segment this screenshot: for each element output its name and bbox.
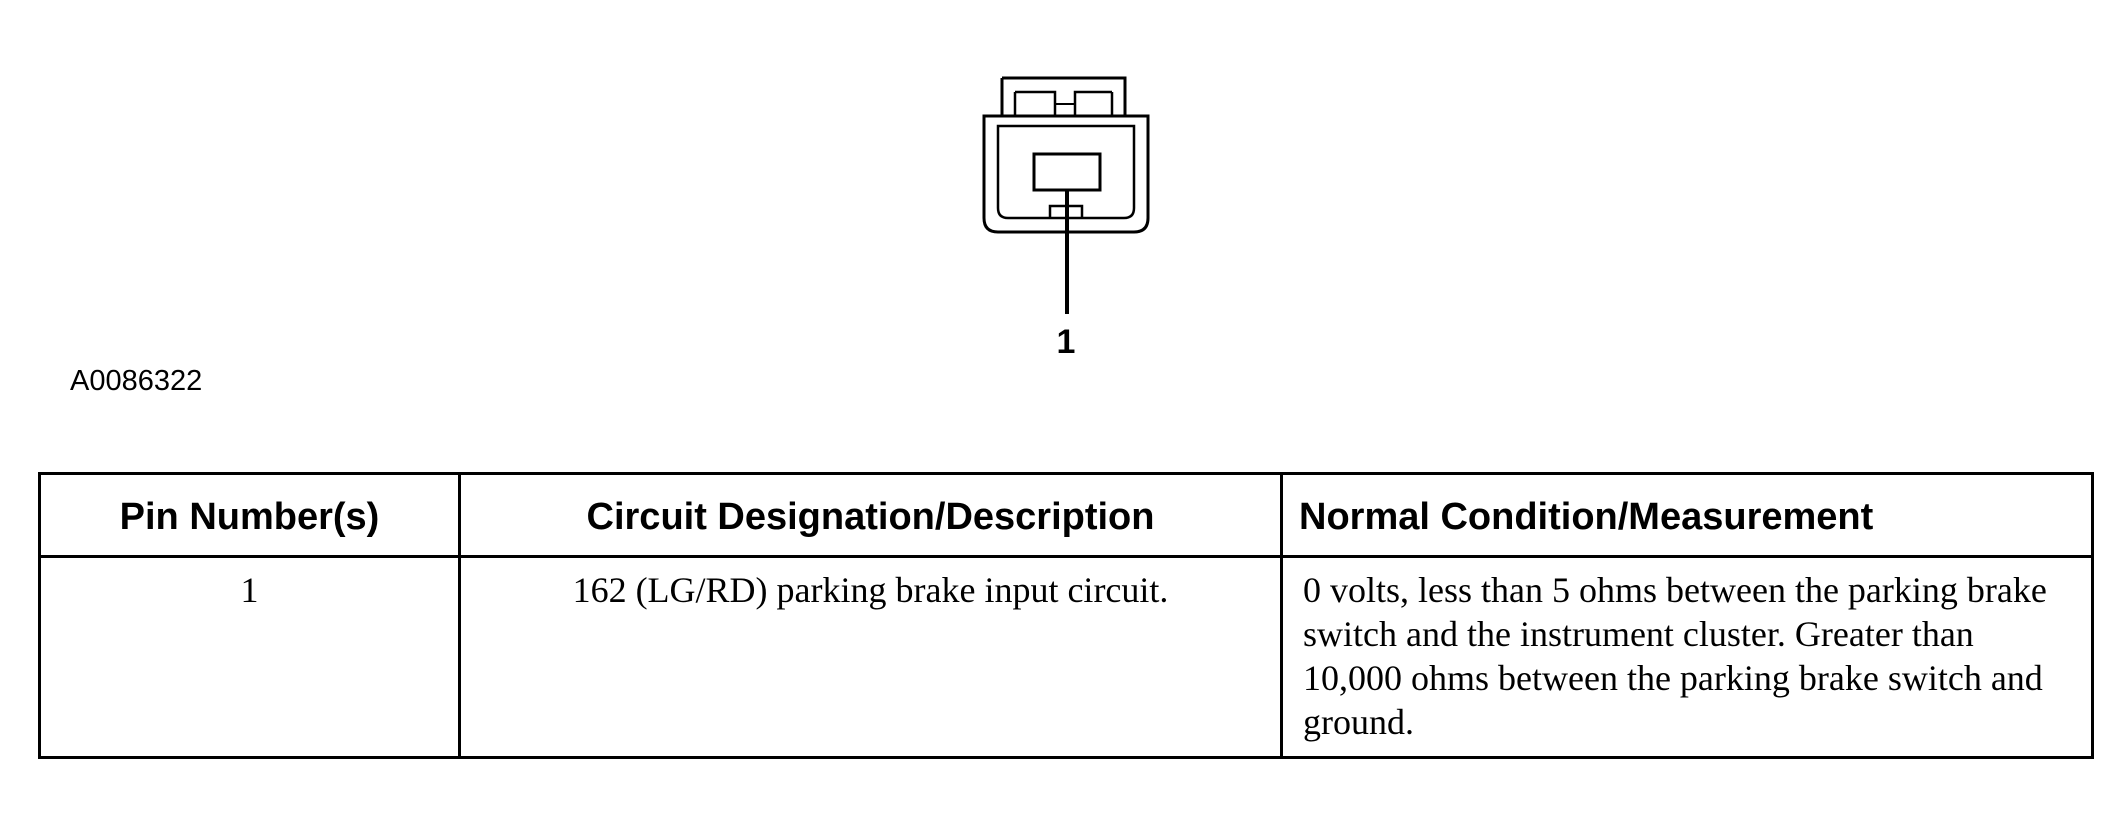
figure-id: A0086322 bbox=[70, 365, 203, 397]
cell-circuit-description: 162 (LG/RD) parking brake input circuit. bbox=[458, 555, 1283, 759]
pin-callout-label: 1 bbox=[1056, 323, 1076, 361]
table-header-row: Pin Number(s) Circuit Designation/Descri… bbox=[38, 472, 2094, 558]
cell-normal-condition: 0 volts, less than 5 ohms between the pa… bbox=[1280, 555, 2094, 759]
header-pin-number: Pin Number(s) bbox=[38, 472, 461, 558]
pin-table: Pin Number(s) Circuit Designation/Descri… bbox=[38, 472, 2094, 759]
header-circuit-description: Circuit Designation/Description bbox=[458, 472, 1283, 558]
connector-diagram bbox=[970, 68, 1190, 368]
connector-face-icon bbox=[982, 76, 1150, 314]
header-normal-condition: Normal Condition/Measurement bbox=[1280, 472, 2094, 558]
cell-pin-number: 1 bbox=[38, 555, 461, 759]
table-row: 1 162 (LG/RD) parking brake input circui… bbox=[38, 555, 2094, 759]
